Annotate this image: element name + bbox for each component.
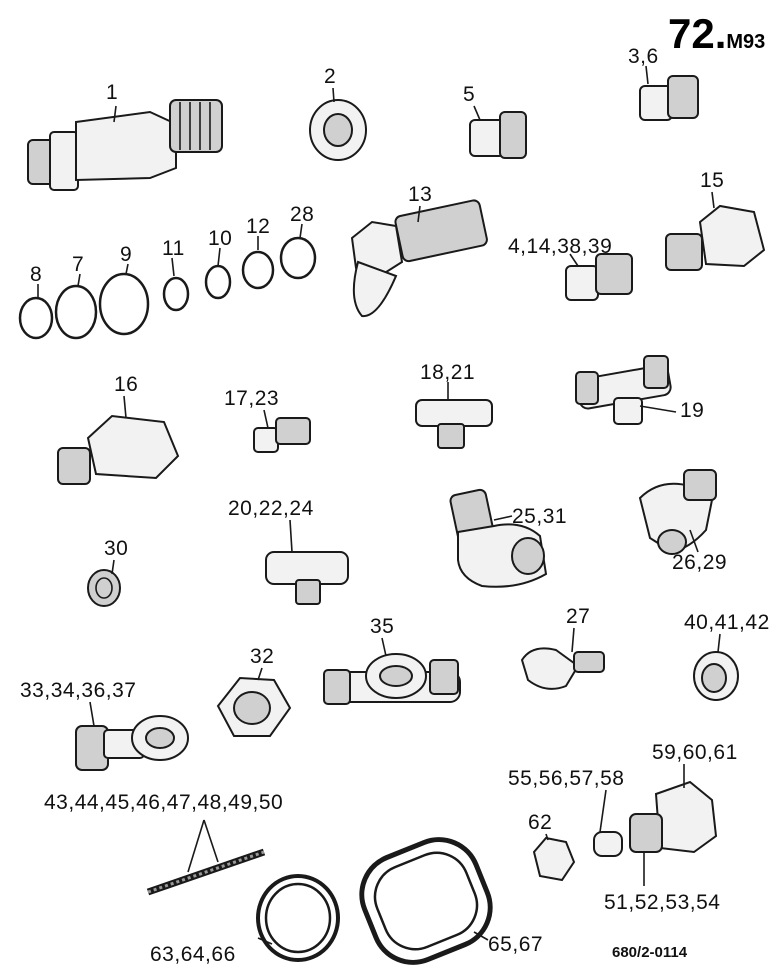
callout-51-to-54: 51,52,53,54 [604, 891, 721, 914]
page-number: 72. [668, 10, 727, 57]
callout-15: 15 [700, 169, 725, 192]
callout-33-34-36-37: 33,34,36,37 [20, 679, 137, 702]
callout-8: 8 [30, 263, 43, 286]
callout-25-31: 25,31 [512, 505, 568, 528]
part-35-banjo [323, 653, 461, 705]
callout-59-60-61: 59,60,61 [652, 741, 738, 764]
callout-9: 9 [120, 243, 133, 266]
part-26-29-elbow [638, 469, 717, 555]
callout-28: 28 [290, 203, 315, 226]
part-27-banjo-fitting [520, 647, 605, 690]
callout-40-41-42: 40,41,42 [684, 611, 770, 634]
callout-12: 12 [246, 215, 271, 238]
callout-13: 13 [408, 183, 433, 206]
callout-5: 5 [463, 83, 476, 106]
callout-55-to-58: 55,56,57,58 [508, 767, 625, 790]
callout-7: 7 [72, 253, 85, 276]
page-header: 72.M93 [668, 10, 765, 58]
callout-16: 16 [114, 373, 139, 396]
callout-3-6: 3,6 [628, 45, 659, 68]
part-17-23-fitting [253, 417, 311, 453]
drawing-reference-number: 680/2-0114 [612, 944, 688, 961]
callout-17-23: 17,23 [224, 387, 280, 410]
callout-1: 1 [106, 81, 119, 104]
callout-19: 19 [680, 399, 705, 422]
callout-62: 62 [528, 811, 553, 834]
callout-27: 27 [566, 605, 591, 628]
callout-10: 10 [208, 227, 233, 250]
callout-43-to-50: 43,44,45,46,47,48,49,50 [44, 791, 284, 814]
callout-32: 32 [250, 645, 275, 668]
callout-2: 2 [324, 65, 337, 88]
part-63-64-66-ring [256, 874, 340, 962]
part-4-14-38-39-nipple [565, 253, 633, 301]
part-20-22-24-tee [265, 551, 349, 605]
part-32-nut [216, 676, 292, 737]
part-2-nut [309, 99, 367, 161]
part-3-6-fitting [639, 75, 699, 121]
callout-65-67: 65,67 [488, 933, 544, 956]
callout-11: 11 [162, 237, 185, 260]
callout-4-14-38-39: 4,14,38,39 [508, 235, 613, 258]
part-40-41-42-cap [693, 651, 739, 701]
washer-set [18, 236, 317, 340]
part-55-58-sleeve [593, 831, 623, 857]
callout-63-64-66: 63,64,66 [150, 943, 236, 966]
part-18-21-tee [415, 399, 493, 449]
callout-18-21: 18,21 [420, 361, 476, 384]
part-43-50-threaded-rod [146, 848, 266, 896]
callout-35: 35 [370, 615, 395, 638]
part-25-31-elbow [449, 488, 548, 588]
section-code: M93 [726, 31, 766, 53]
part-5-fitting [469, 111, 527, 159]
callout-26-29: 26,29 [672, 551, 728, 574]
part-30-filter [87, 569, 121, 607]
part-62-nut [532, 836, 576, 882]
part-15-adapter [665, 204, 766, 271]
part-1-union [27, 99, 223, 191]
callout-30: 30 [104, 537, 129, 560]
part-59-60-61-adapter [629, 780, 718, 854]
part-65-67-gasket [359, 837, 493, 965]
callout-20-22-24: 20,22,24 [228, 497, 314, 520]
part-19-tee [575, 355, 672, 425]
part-13-bolt [350, 199, 488, 318]
part-16-adapter [57, 414, 180, 485]
part-33-34-36-37-banjo-eye [75, 715, 189, 771]
